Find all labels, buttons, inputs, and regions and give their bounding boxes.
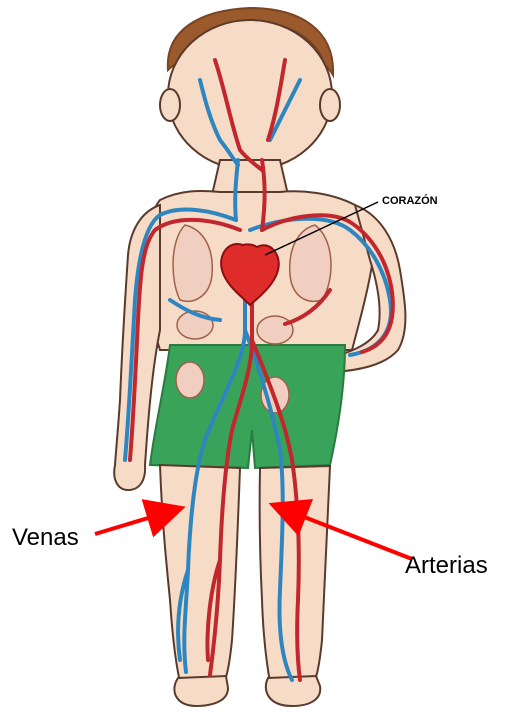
veins-label: Venas xyxy=(12,524,79,551)
right-ear xyxy=(320,89,340,121)
arteries-label: Arterias xyxy=(405,552,488,579)
heart-label: CORAZÓN xyxy=(382,194,438,207)
head xyxy=(168,20,332,170)
left-leg xyxy=(160,465,240,682)
neck xyxy=(212,160,288,195)
shorts xyxy=(150,345,345,468)
left-ear xyxy=(160,89,180,121)
left-foot xyxy=(174,676,228,706)
